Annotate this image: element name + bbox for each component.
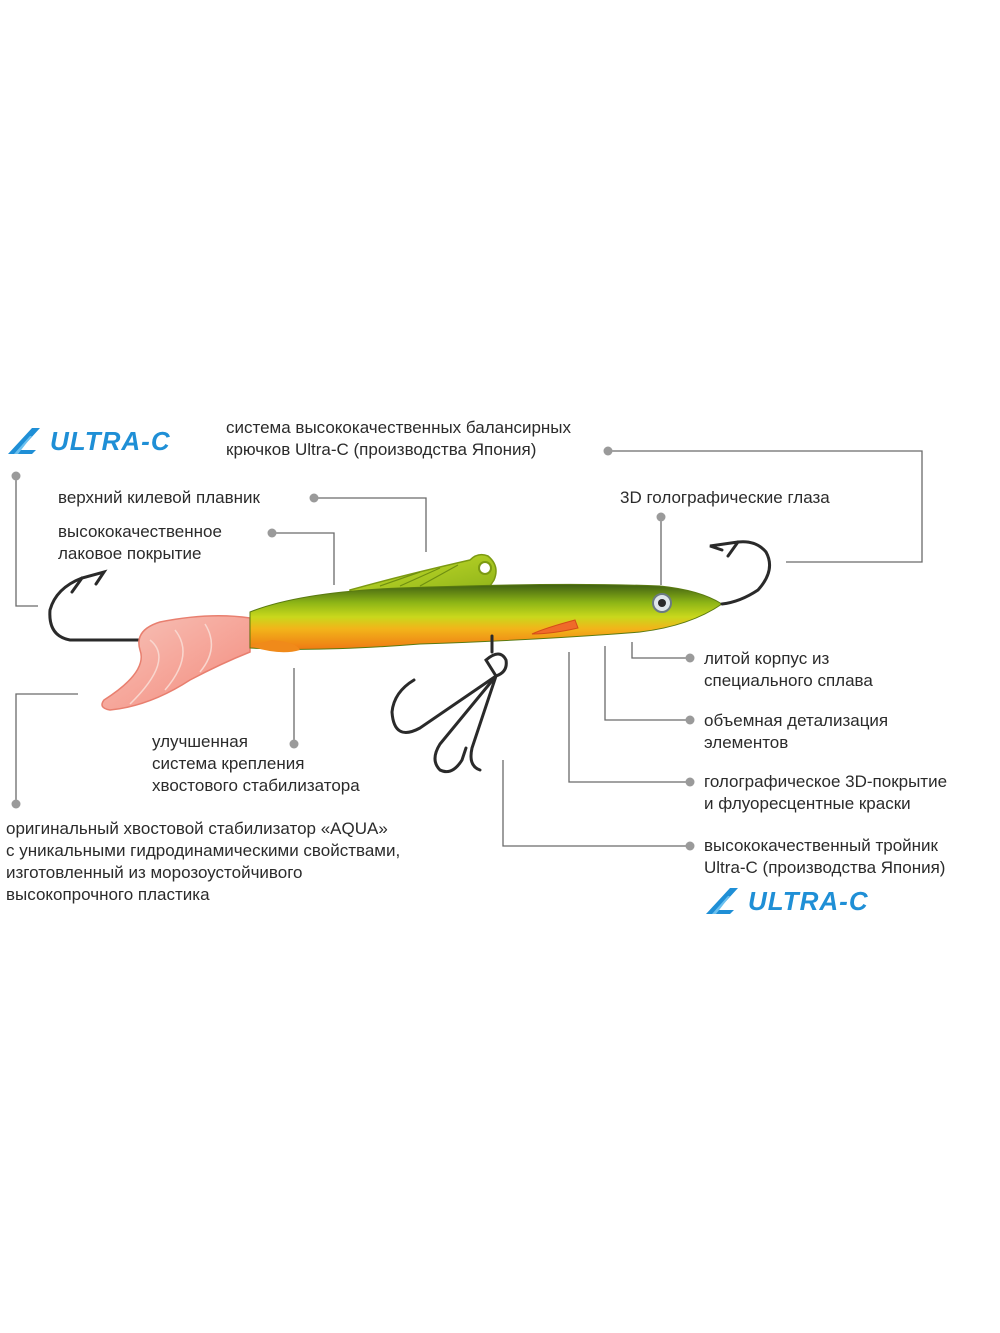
treble-hook bbox=[390, 634, 508, 774]
rear-hook bbox=[48, 569, 152, 642]
ultra-c-logo-mark-icon bbox=[706, 888, 738, 915]
eyelet bbox=[478, 561, 492, 575]
tail-mount-fin bbox=[250, 640, 300, 653]
label-lacquer: высококачественное лаковое покрытие bbox=[58, 522, 222, 563]
ultra-c-logo-mark-icon bbox=[8, 428, 40, 455]
label-holo-coating: голографическое 3D-покрытие и флуоресцен… bbox=[704, 772, 948, 813]
leader-lines bbox=[15, 450, 923, 847]
bullet-dots bbox=[11, 446, 695, 851]
pectoral-fin bbox=[531, 619, 579, 635]
front-hook bbox=[709, 540, 772, 606]
ultra-c-logo-bottom: ULTRA-C bbox=[704, 884, 869, 918]
tail-stabilizer bbox=[101, 615, 251, 711]
label-tail-mount: улучшенная система крепления хвостового … bbox=[152, 732, 360, 795]
label-keel-fin: верхний килевой плавник bbox=[58, 488, 260, 507]
ultra-c-logo-text: ULTRA-C bbox=[748, 886, 869, 917]
lure-body bbox=[249, 583, 723, 650]
label-eyes: 3D голографические глаза bbox=[620, 488, 830, 507]
label-hooks-system: система высококачественных балансирных к… bbox=[226, 418, 572, 459]
ultra-c-logo-top: ULTRA-C bbox=[6, 424, 171, 458]
label-cast-body: литой корпус из специального сплава bbox=[704, 649, 873, 690]
label-aqua-stabilizer: оригинальный хвостовой стабилизатор «AQU… bbox=[6, 819, 401, 904]
label-detailing: объемная детализация элементов bbox=[704, 711, 889, 752]
label-treble: высококачественный тройник Ultra-C (прои… bbox=[704, 836, 946, 877]
ultra-c-logo-text: ULTRA-C bbox=[50, 426, 171, 457]
